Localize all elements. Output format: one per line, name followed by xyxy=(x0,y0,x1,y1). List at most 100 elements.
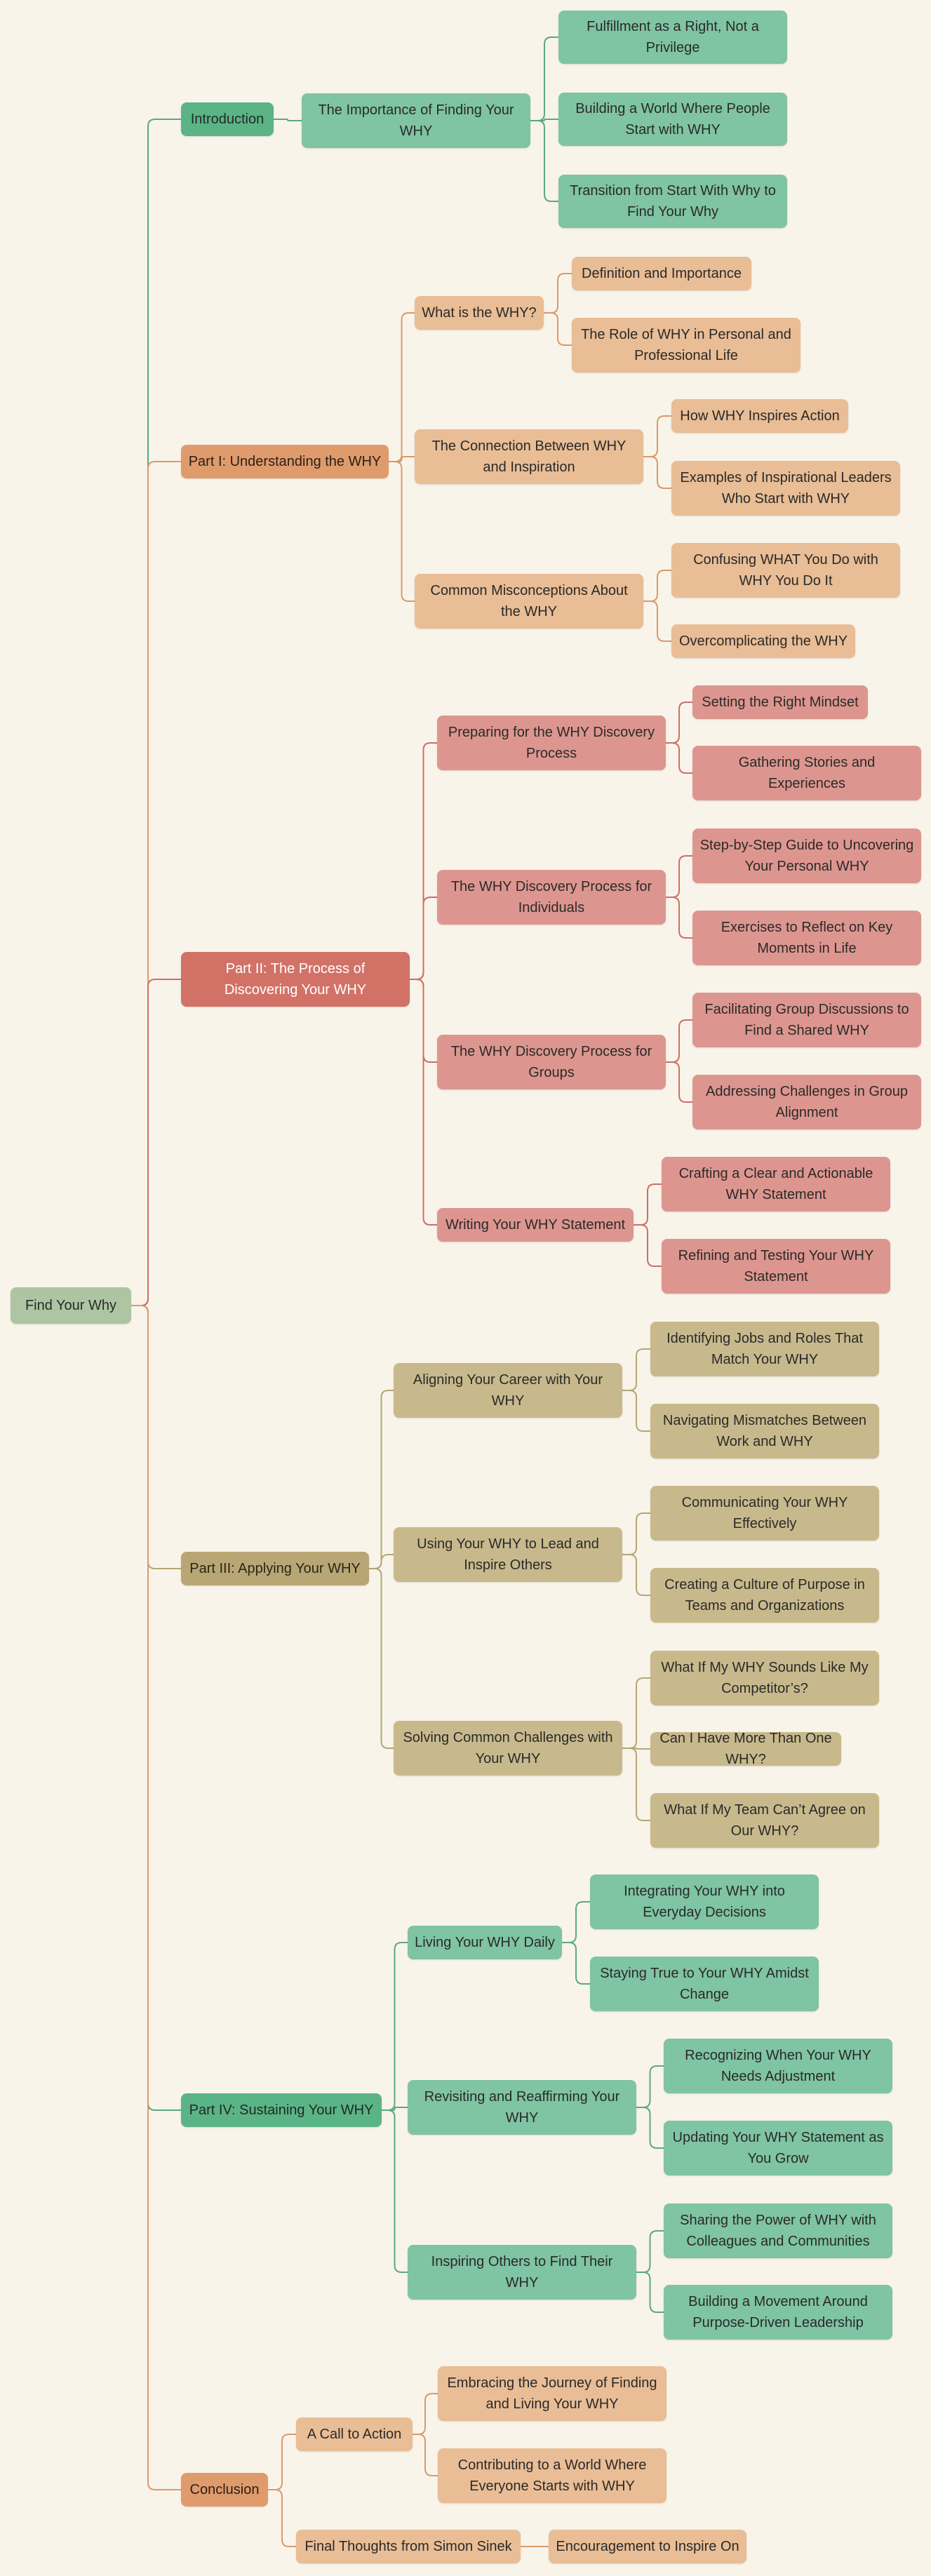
subtopic-node-2-1-0[interactable]: Step-by-Step Guide to Uncovering Your Pe… xyxy=(692,829,921,883)
subtopic-node-4-1-0[interactable]: Recognizing When Your WHY Needs Adjustme… xyxy=(664,2039,892,2093)
connector-topic-1-0-sub-1 xyxy=(544,312,572,346)
connector-topic-0-0-sub-1 xyxy=(530,119,558,121)
topic-node-2-1-label: The WHY Discovery Process for Individual… xyxy=(450,879,652,915)
connector-topic-3-2-sub-2 xyxy=(622,1747,650,1821)
topic-node-2-1[interactable]: The WHY Discovery Process for Individual… xyxy=(437,870,666,925)
subtopic-node-0-0-1[interactable]: Building a World Where People Start with… xyxy=(558,93,787,146)
subtopic-node-1-1-1[interactable]: Examples of Inspirational Leaders Who St… xyxy=(671,461,900,516)
subtopic-node-3-2-1-label: Can I Have More Than One WHY? xyxy=(659,1731,832,1767)
subtopic-node-4-2-0[interactable]: Sharing the Power of WHY with Colleagues… xyxy=(664,2203,892,2258)
subtopic-node-4-0-1-label: Staying True to Your WHY Amidst Change xyxy=(600,1966,809,2002)
subtopic-node-2-3-0[interactable]: Crafting a Clear and Actionable WHY Stat… xyxy=(662,1157,890,1212)
branch-node-3[interactable]: Part III: Applying Your WHY xyxy=(181,1552,369,1585)
topic-node-3-1[interactable]: Using Your WHY to Lead and Inspire Other… xyxy=(394,1527,622,1582)
topic-node-0-0[interactable]: The Importance of Finding Your WHY xyxy=(302,93,530,148)
branch-node-1-label: Part I: Understanding the WHY xyxy=(188,454,382,469)
topic-node-5-1[interactable]: Final Thoughts from Simon Sinek xyxy=(296,2530,521,2563)
topic-node-4-2-label: Inspiring Others to Find Their WHY xyxy=(431,2254,613,2290)
subtopic-node-5-0-0-label: Embracing the Journey of Finding and Liv… xyxy=(447,2375,657,2412)
subtopic-node-5-0-1[interactable]: Contributing to a World Where Everyone S… xyxy=(438,2448,667,2503)
topic-node-5-0[interactable]: A Call to Action xyxy=(296,2417,413,2451)
root-node-label: Find Your Why xyxy=(25,1298,117,1313)
subtopic-node-0-0-2-label: Transition from Start With Why to Find Y… xyxy=(570,183,776,220)
topic-node-3-0[interactable]: Aligning Your Career with Your WHY xyxy=(394,1363,622,1418)
connector-branch-0-topic-0 xyxy=(274,119,302,121)
subtopic-node-1-0-1[interactable]: The Role of WHY in Personal and Professi… xyxy=(572,318,801,373)
topic-node-4-0-label: Living Your WHY Daily xyxy=(415,1935,555,1950)
subtopic-node-3-1-0[interactable]: Communicating Your WHY Effectively xyxy=(650,1486,879,1541)
subtopic-node-3-0-1[interactable]: Navigating Mismatches Between Work and W… xyxy=(650,1404,879,1458)
subtopic-node-4-2-1[interactable]: Building a Movement Around Purpose-Drive… xyxy=(664,2285,892,2340)
subtopic-node-2-3-1[interactable]: Refining and Testing Your WHY Statement xyxy=(662,1239,890,1294)
branch-node-4[interactable]: Part IV: Sustaining Your WHY xyxy=(181,2093,382,2127)
subtopic-node-4-0-0-label: Integrating Your WHY into Everyday Decis… xyxy=(624,1884,785,1920)
connector-topic-1-2-sub-0 xyxy=(643,570,671,602)
subtopic-node-3-0-0[interactable]: Identifying Jobs and Roles That Match Yo… xyxy=(650,1322,879,1376)
connector-branch-4-topic-0 xyxy=(382,1942,408,2111)
branch-node-2-label: Part II: The Process of Discovering Your… xyxy=(224,961,367,998)
connector-topic-2-1-sub-0 xyxy=(666,855,692,898)
subtopic-node-3-2-0[interactable]: What If My WHY Sounds Like My Competitor… xyxy=(650,1651,879,1705)
topic-node-1-2[interactable]: Common Misconceptions About the WHY xyxy=(415,574,643,629)
subtopic-node-1-2-1[interactable]: Overcomplicating the WHY xyxy=(671,624,855,658)
subtopic-node-2-1-1[interactable]: Exercises to Reflect on Key Moments in L… xyxy=(692,911,921,965)
connector-branch-4-topic-1 xyxy=(382,2107,408,2111)
connector-root-branch-2 xyxy=(131,979,181,1306)
subtopic-node-1-2-0-label: Confusing WHAT You Do with WHY You Do It xyxy=(693,552,878,589)
topic-node-2-3-label: Writing Your WHY Statement xyxy=(445,1217,626,1233)
subtopic-node-4-0-1[interactable]: Staying True to Your WHY Amidst Change xyxy=(590,1957,819,2011)
subtopic-node-2-2-1[interactable]: Addressing Challenges in Group Alignment xyxy=(692,1075,921,1129)
topic-node-4-1[interactable]: Revisiting and Reaffirming Your WHY xyxy=(408,2080,636,2135)
subtopic-node-1-0-0[interactable]: Definition and Importance xyxy=(572,257,751,290)
topic-node-4-0[interactable]: Living Your WHY Daily xyxy=(408,1926,562,1959)
subtopic-node-4-1-1[interactable]: Updating Your WHY Statement as You Grow xyxy=(664,2121,892,2175)
root-node[interactable]: Find Your Why xyxy=(11,1287,131,1324)
topic-node-2-2[interactable]: The WHY Discovery Process for Groups xyxy=(437,1035,666,1089)
subtopic-node-2-1-1-label: Exercises to Reflect on Key Moments in L… xyxy=(721,920,893,956)
branch-node-2[interactable]: Part II: The Process of Discovering Your… xyxy=(181,952,410,1007)
connector-topic-3-1-sub-1 xyxy=(622,1554,650,1596)
subtopic-node-3-2-2[interactable]: What If My Team Can’t Agree on Our WHY? xyxy=(650,1793,879,1848)
branch-node-0[interactable]: Introduction xyxy=(181,102,274,136)
branch-node-5-label: Conclusion xyxy=(189,2482,260,2497)
connector-topic-3-2-sub-0 xyxy=(622,1677,650,1749)
subtopic-node-3-2-2-label: What If My Team Can’t Agree on Our WHY? xyxy=(664,1802,866,1839)
subtopic-node-2-0-1[interactable]: Gathering Stories and Experiences xyxy=(692,746,921,800)
connector-topic-5-0-sub-1 xyxy=(413,2434,438,2476)
subtopic-node-3-1-1[interactable]: Creating a Culture of Purpose in Teams a… xyxy=(650,1568,879,1623)
subtopic-node-1-1-0[interactable]: How WHY Inspires Action xyxy=(671,399,848,433)
topic-node-1-1[interactable]: The Connection Between WHY and Inspirati… xyxy=(415,429,643,484)
connector-topic-3-2-sub-1 xyxy=(622,1747,650,1750)
topic-node-1-1-label: The Connection Between WHY and Inspirati… xyxy=(431,438,627,475)
topic-node-2-0[interactable]: Preparing for the WHY Discovery Process xyxy=(437,716,666,770)
connector-topic-2-2-sub-1 xyxy=(666,1061,692,1103)
subtopic-node-5-0-0[interactable]: Embracing the Journey of Finding and Liv… xyxy=(438,2366,667,2421)
subtopic-node-1-0-1-label: The Role of WHY in Personal and Professi… xyxy=(581,327,791,363)
topic-node-2-3[interactable]: Writing Your WHY Statement xyxy=(437,1208,634,1242)
subtopic-node-3-2-1[interactable]: Can I Have More Than One WHY? xyxy=(650,1731,841,1767)
topic-node-4-2[interactable]: Inspiring Others to Find Their WHY xyxy=(408,2245,636,2300)
subtopic-node-4-1-0-label: Recognizing When Your WHY Needs Adjustme… xyxy=(685,2048,871,2084)
subtopic-node-0-0-2[interactable]: Transition from Start With Why to Find Y… xyxy=(558,175,787,228)
subtopic-node-5-1-0[interactable]: Encouragement to Inspire On xyxy=(549,2530,746,2563)
subtopic-node-0-0-0[interactable]: Fulfillment as a Right, Not a Privilege xyxy=(558,11,787,64)
connector-topic-4-2-sub-1 xyxy=(636,2272,664,2313)
topic-node-2-0-label: Preparing for the WHY Discovery Process xyxy=(448,725,655,761)
connector-topic-2-2-sub-0 xyxy=(666,1019,692,1063)
connector-topic-2-1-sub-1 xyxy=(666,897,692,939)
subtopic-node-2-2-0[interactable]: Facilitating Group Discussions to Find a… xyxy=(692,993,921,1047)
connector-branch-3-topic-2 xyxy=(369,1568,394,1749)
branch-node-1[interactable]: Part I: Understanding the WHY xyxy=(181,445,389,478)
branch-node-5[interactable]: Conclusion xyxy=(181,2473,268,2507)
connector-topic-2-3-sub-0 xyxy=(634,1183,662,1226)
subtopic-node-0-0-0-label: Fulfillment as a Right, Not a Privilege xyxy=(587,19,759,55)
connector-root-branch-1 xyxy=(131,461,181,1306)
connector-topic-0-0-sub-2 xyxy=(530,120,558,202)
topic-node-1-0[interactable]: What is the WHY? xyxy=(415,296,544,330)
connector-topic-2-0-sub-1 xyxy=(666,742,692,774)
subtopic-node-2-0-0[interactable]: Setting the Right Mindset xyxy=(692,685,868,719)
subtopic-node-4-0-0[interactable]: Integrating Your WHY into Everyday Decis… xyxy=(590,1874,819,1929)
subtopic-node-1-2-0[interactable]: Confusing WHAT You Do with WHY You Do It xyxy=(671,543,900,598)
topic-node-3-2[interactable]: Solving Common Challenges with Your WHY xyxy=(394,1721,622,1776)
